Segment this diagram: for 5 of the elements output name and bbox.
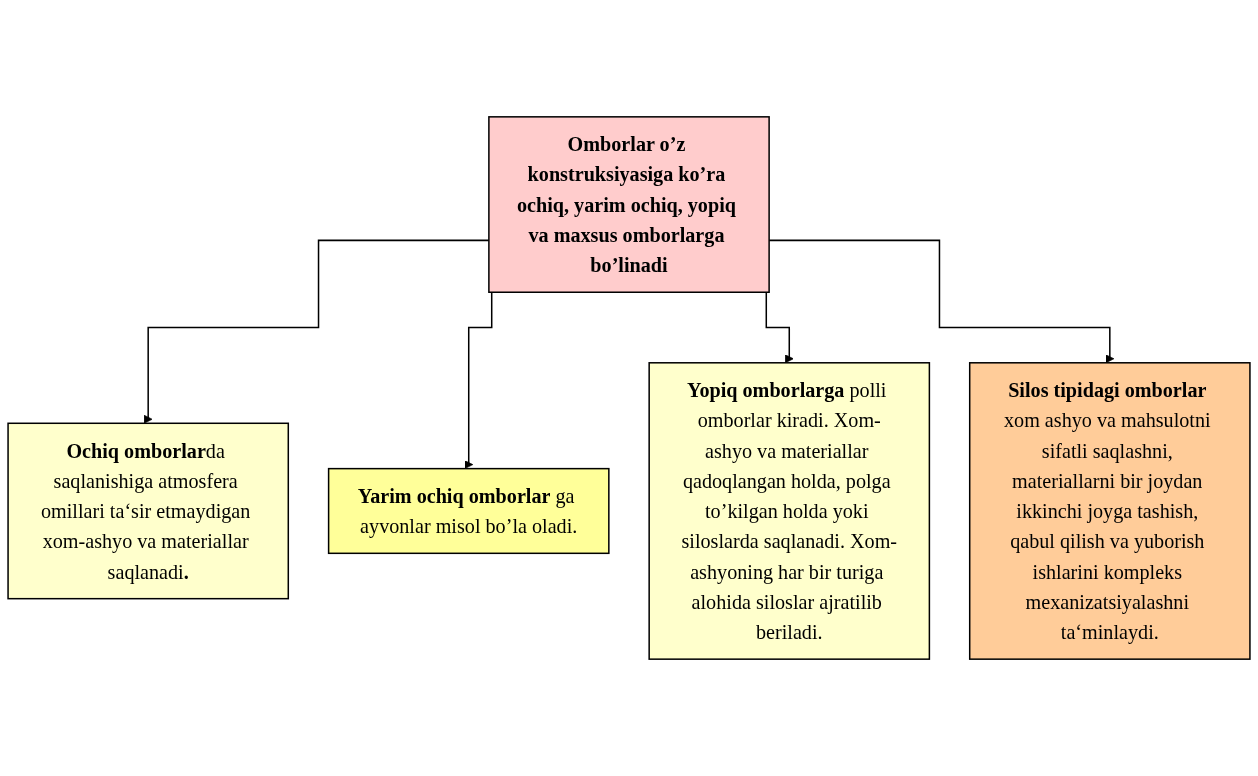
node-box: Omborlar o’z konstruksiyasiga ko’ra ochiq, yarim ochiq, yopiq va maxsus omborlarga bo’linadi	[488, 116, 770, 293]
node-box: Silos tipidagi omborlar xom ashyo va mahsulotni sifatli saqlashni, materiallarni bir joydan ikkinchi joyga tashish, qabul qilish va yuborish ishlarini kompleks mexanizatsiyalashni ta‘minlaydi.	[968, 362, 1251, 660]
node-box: Yopiq omborlarga polli omborlar kiradi. Xom-ashyo va materiallar qadoqlangan holda, polga to’kilgan holda yoki siloslarda saqlanadi. Xom-ashyoning har bir turiga alohida siloslar ajratilib beriladi.	[648, 362, 931, 660]
node-box: Ochiq omborlarda saqlanishiga atmosfera omillari ta‘sir etmaydigan xom-ashyo va materiallar saqlanadi.	[7, 422, 290, 600]
node-box: Yarim ochiq omborlar ga ayvonlar misol bo’la oladi.	[327, 467, 610, 555]
